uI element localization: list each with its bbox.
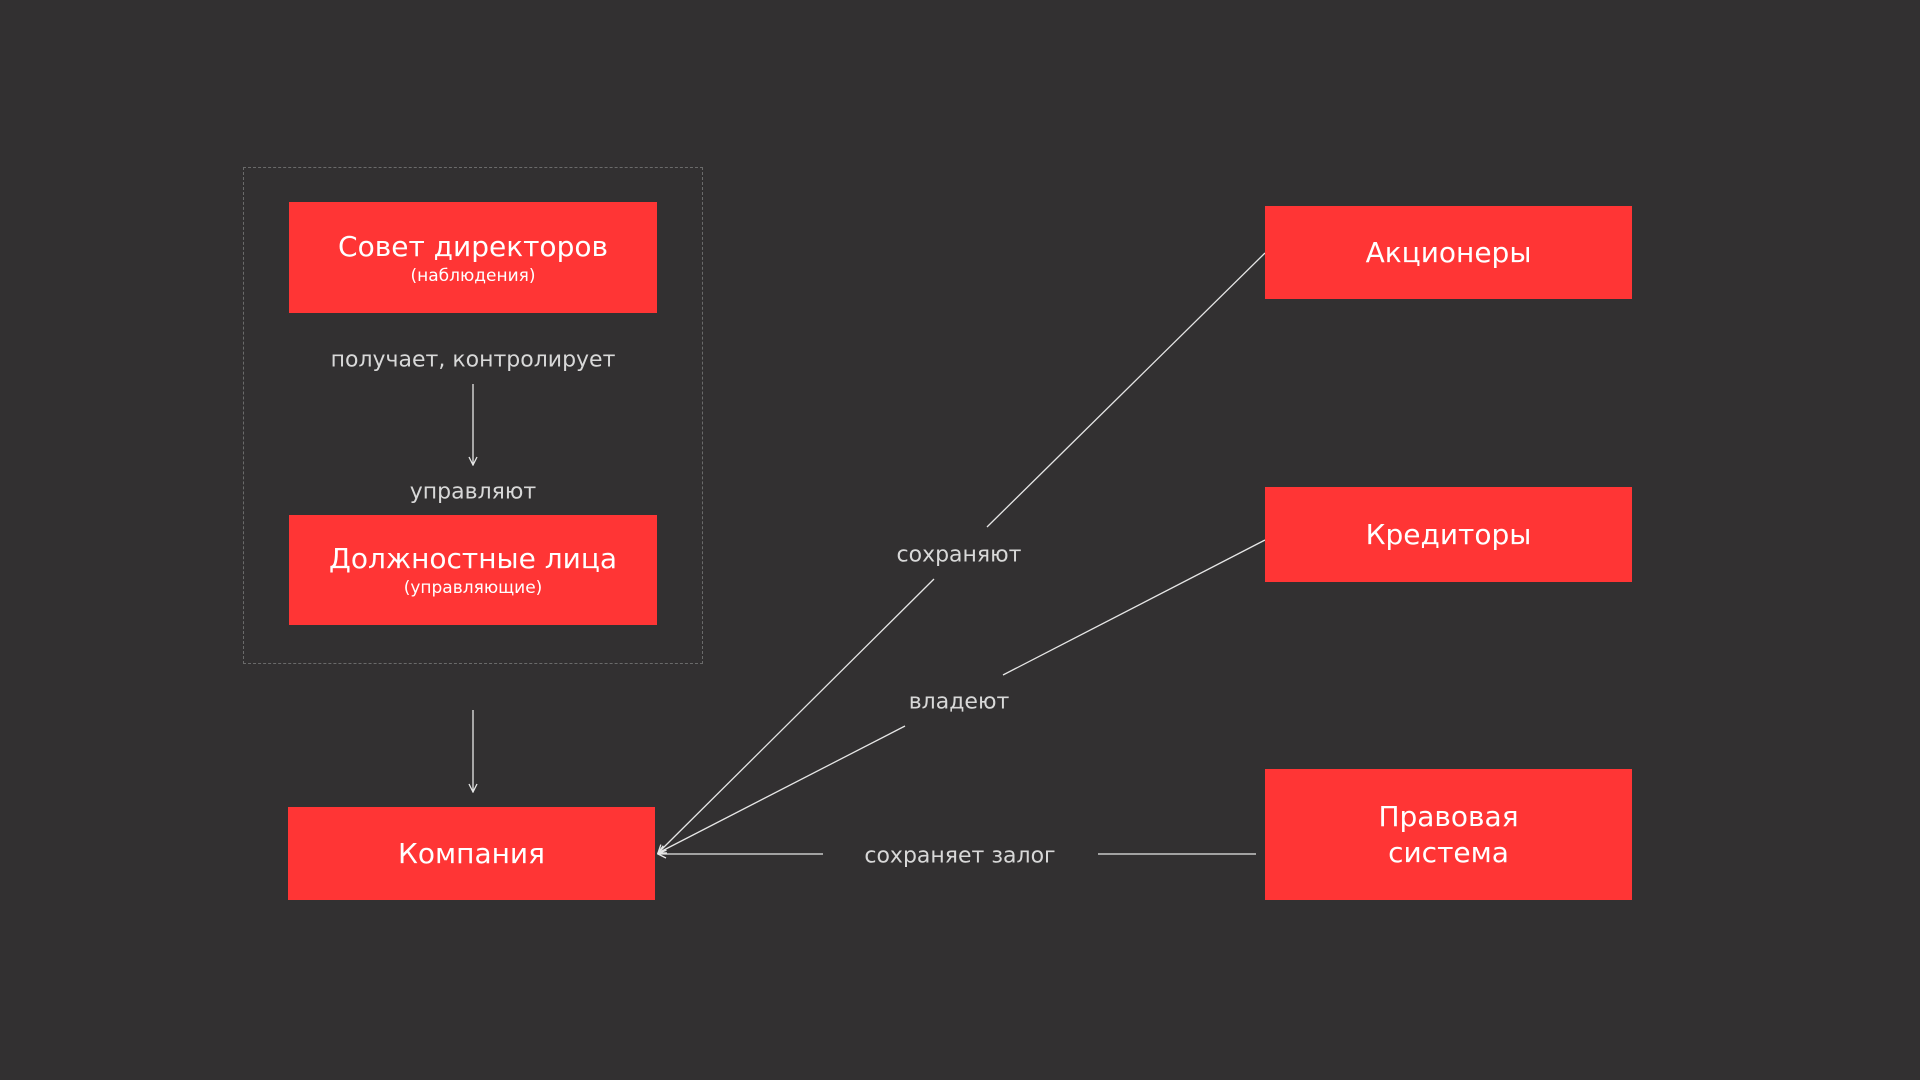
edge-label-manage: управляют xyxy=(409,479,537,505)
line-shareholders-upper xyxy=(986,252,1266,528)
line-creditors-upper xyxy=(1002,539,1266,676)
edge-label-receives-controls: получает, контролирует xyxy=(330,347,616,373)
node-shareholders-title: Акционеры xyxy=(1365,235,1532,269)
node-shareholders[interactable]: Акционеры xyxy=(1265,206,1632,299)
node-board[interactable]: Совет директоров (наблюдения) xyxy=(289,202,657,313)
edge-label-own: владеют xyxy=(908,689,1010,715)
node-creditors-title: Кредиторы xyxy=(1365,517,1532,551)
node-officers-subtitle: (управляющие) xyxy=(403,578,543,598)
node-company-title: Компания xyxy=(398,836,545,870)
governance-group xyxy=(243,167,703,664)
node-legal-system[interactable]: Правовая система xyxy=(1265,769,1632,900)
edge-label-retain: сохраняют xyxy=(896,542,1022,568)
node-officers[interactable]: Должностные лица (управляющие) xyxy=(289,515,657,625)
node-creditors[interactable]: Кредиторы xyxy=(1265,487,1632,582)
node-officers-title: Должностные лица xyxy=(328,542,618,575)
line-creditors-lower xyxy=(658,725,906,853)
line-shareholders-lower xyxy=(658,578,935,853)
edge-label-retain-collateral: сохраняет залог xyxy=(864,843,1056,869)
node-company[interactable]: Компания xyxy=(288,807,655,900)
node-board-subtitle: (наблюдения) xyxy=(410,265,536,286)
node-legal-system-title: Правовая система xyxy=(1378,799,1519,869)
node-board-title: Совет директоров xyxy=(338,229,608,263)
